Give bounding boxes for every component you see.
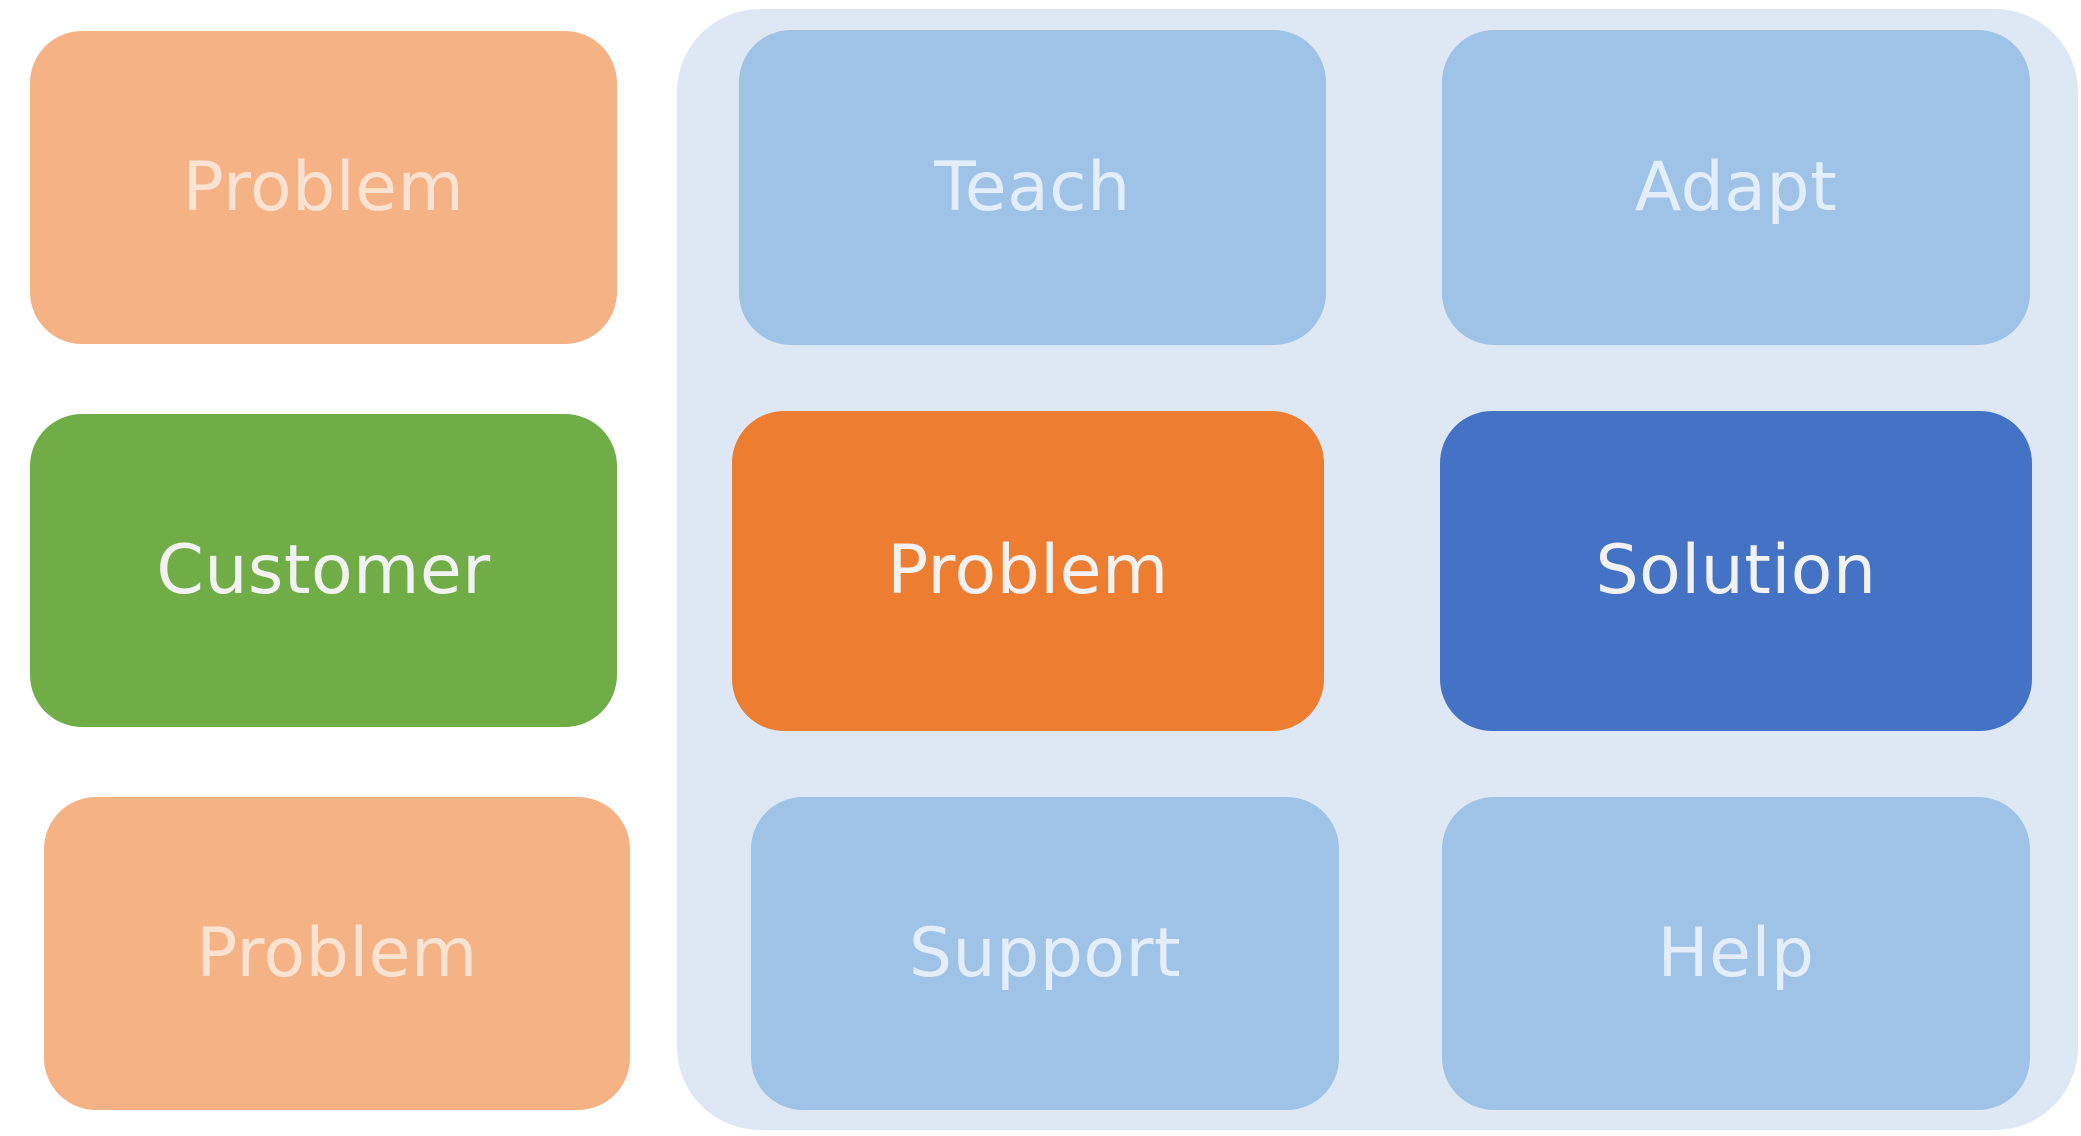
problem-box-bottom-left: Problem <box>44 797 630 1110</box>
adapt-box: Adapt <box>1442 30 2030 345</box>
customer-box: Customer <box>30 414 617 727</box>
problem-box-center: Problem <box>732 411 1324 731</box>
customer-box-label: Customer <box>156 530 491 610</box>
support-box-label: Support <box>908 913 1182 993</box>
solution-box-label: Solution <box>1595 531 1877 610</box>
problem-box-top-left-label: Problem <box>182 147 465 227</box>
teach-box-label: Teach <box>934 147 1131 227</box>
problem-box-top-left: Problem <box>30 31 617 344</box>
support-box: Support <box>751 797 1339 1110</box>
help-box: Help <box>1442 797 2030 1110</box>
problem-box-bottom-left-label: Problem <box>196 913 478 993</box>
adapt-box-label: Adapt <box>1634 147 1838 227</box>
solution-box: Solution <box>1440 411 2032 731</box>
help-box-label: Help <box>1657 913 1815 993</box>
problem-box-center-label: Problem <box>887 531 1169 610</box>
teach-box: Teach <box>739 30 1326 345</box>
